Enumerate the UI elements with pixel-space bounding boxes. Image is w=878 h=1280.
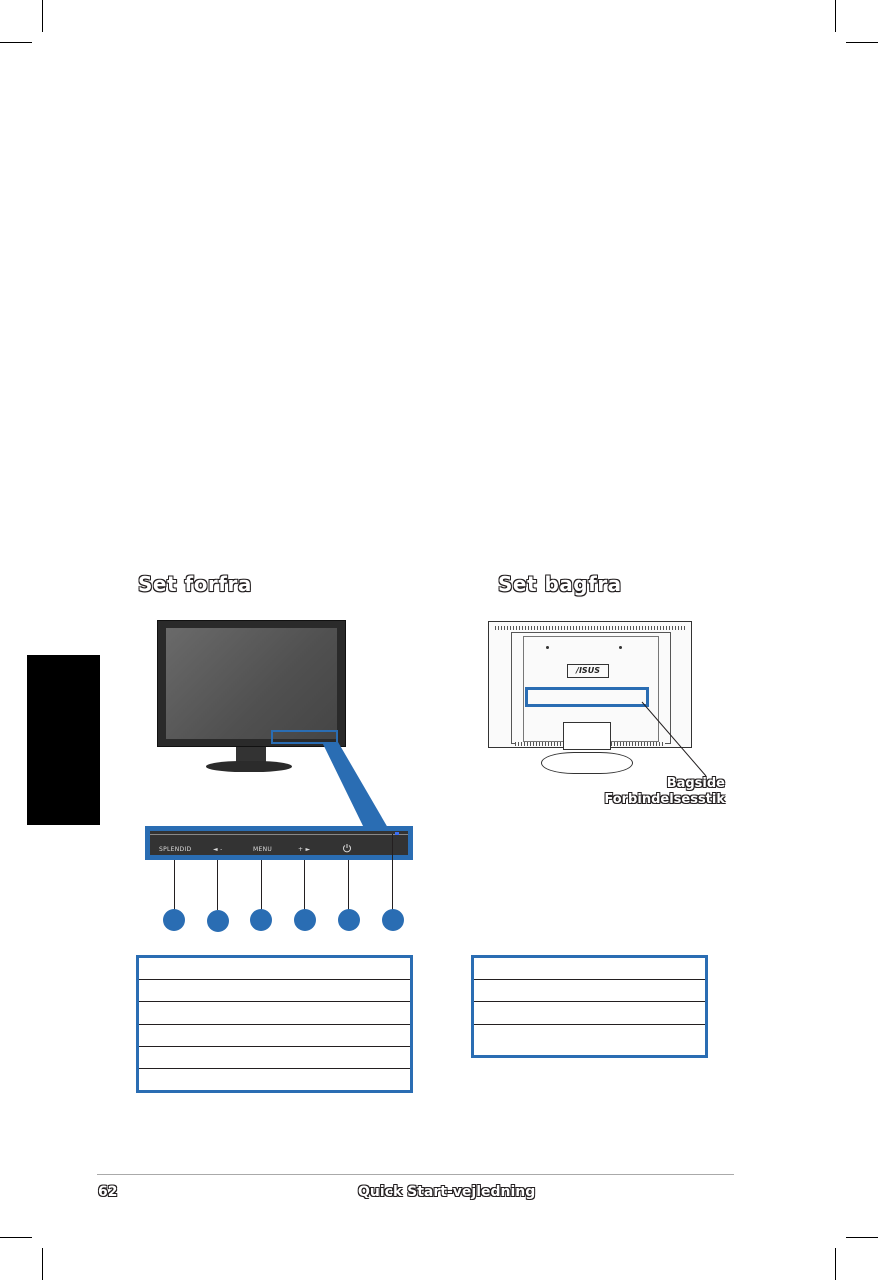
front-view-heading: Set forfra [138, 572, 252, 596]
crop-mark [835, 0, 836, 32]
page-number: 62 [98, 1184, 118, 1200]
callout-circle-4 [294, 909, 316, 931]
callout-circle-5 [338, 909, 360, 931]
crop-mark [0, 42, 32, 43]
chapter-side-tab [27, 655, 100, 825]
callout-circle-1 [163, 909, 185, 931]
leader-line [392, 834, 393, 910]
crop-mark [42, 1248, 43, 1280]
table-row-divider [139, 1046, 410, 1047]
back-legend-table [471, 955, 708, 1058]
button-separator-line [150, 834, 408, 835]
table-row-divider [139, 1024, 410, 1025]
button-area-highlight [271, 730, 338, 744]
mount-hole [619, 646, 622, 649]
crop-mark [846, 1237, 878, 1238]
footer-title: Quick Start-vejledning [358, 1184, 536, 1200]
back-view-heading: Set bagfra [498, 572, 622, 596]
table-row-divider [139, 1068, 410, 1069]
table-row-divider [474, 979, 705, 980]
monitor-screen [166, 628, 337, 739]
monitor-stand-base [206, 761, 292, 772]
callout-circle-3 [250, 909, 272, 931]
callout-circle-2 [207, 910, 229, 932]
callout-circle-6 [382, 909, 404, 931]
monitor-stand-neck [236, 747, 266, 763]
callout-leader-line [641, 701, 707, 777]
leader-line [348, 860, 349, 910]
table-row-divider [474, 1024, 705, 1025]
power-led-indicator [395, 832, 399, 835]
back-stand-neck [563, 722, 611, 750]
leader-line [174, 860, 175, 910]
back-vent-top [495, 626, 685, 630]
table-row-divider [474, 1001, 705, 1002]
table-row-divider [139, 979, 410, 980]
leader-line [217, 860, 218, 910]
crop-mark [835, 1248, 836, 1280]
menu-button: MENU [253, 846, 273, 853]
callout-line-1: Bagside [666, 776, 725, 791]
right-arrow-button: + ► [298, 846, 311, 853]
crop-mark [846, 42, 878, 43]
footer-rule [97, 1174, 734, 1175]
button-strip-panel [150, 831, 408, 855]
table-row-divider [139, 1001, 410, 1002]
callout-line-2: Forbindelsesstik [604, 792, 725, 807]
rear-connectors-callout: Bagside Forbindelsesstik [600, 776, 725, 808]
back-stand-base [541, 752, 633, 774]
crop-mark [42, 0, 43, 32]
connector-area-highlight [525, 687, 649, 707]
leader-line [261, 860, 262, 910]
front-monitor-illustration [157, 620, 346, 747]
button-strip-closeup [145, 826, 413, 860]
mount-hole [546, 646, 549, 649]
brand-logo: /ISUS [567, 664, 609, 678]
leader-line [304, 860, 305, 910]
zoom-connector [322, 742, 388, 828]
power-icon [343, 844, 351, 853]
left-arrow-button: ◄ - [213, 846, 223, 853]
splendid-button: SPLENDID [159, 846, 192, 853]
crop-mark [0, 1237, 32, 1238]
front-legend-table [136, 955, 413, 1093]
